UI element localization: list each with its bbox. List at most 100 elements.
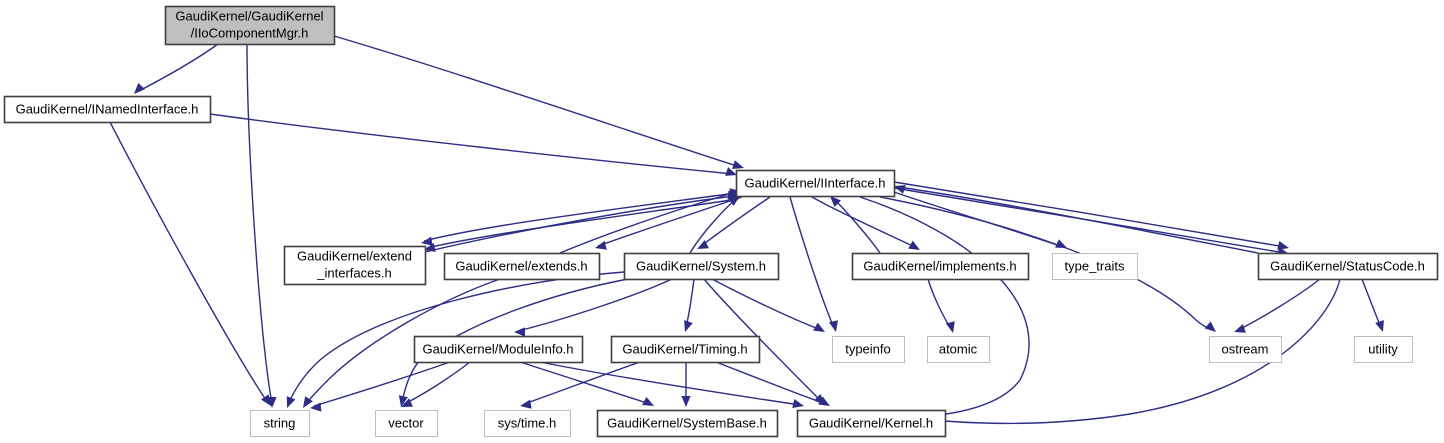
node-box-type_traits[interactable] xyxy=(1052,253,1138,280)
edge-implements-to-atomic xyxy=(927,278,952,330)
node-label-timing: GaudiKernel/Timing.h xyxy=(622,341,747,356)
edge-extends-to-iinterface xyxy=(559,191,738,254)
node-iinterface[interactable]: GaudiKernel/IInterface.h xyxy=(735,169,896,198)
node-label-ostream: ostream xyxy=(1222,341,1269,356)
node-label-type_traits: type_traits xyxy=(1065,258,1125,273)
edge-iinterface-to-implements xyxy=(811,196,918,249)
node-systembase[interactable]: GaudiKernel/SystemBase.h xyxy=(596,409,779,438)
node-box-systembase[interactable] xyxy=(596,409,779,438)
node-implements[interactable]: GaudiKernel/implements.h xyxy=(851,252,1030,281)
node-system[interactable]: GaudiKernel/System.h xyxy=(623,252,780,281)
node-box-extend_if[interactable] xyxy=(283,245,427,286)
arrowhead-iinterface-to-ostream xyxy=(1204,321,1216,332)
node-string[interactable]: string xyxy=(250,410,310,437)
node-label-extends: GaudiKernel/extends.h xyxy=(455,258,587,273)
node-box-systime[interactable] xyxy=(484,410,571,437)
node-type_traits[interactable]: type_traits xyxy=(1052,253,1138,280)
arrowhead-timing-to-systembase xyxy=(681,396,691,407)
edge-statuscode-to-kernel xyxy=(899,278,1341,425)
node-moduleinfo[interactable]: GaudiKernel/ModuleInfo.h xyxy=(413,335,584,364)
node-label-extend_if-line1: GaudiKernel/extend xyxy=(297,248,412,263)
edge-implements-to-iinterface xyxy=(832,197,881,254)
edge-moduleinfo-to-kernel xyxy=(539,361,801,406)
node-vector[interactable]: vector xyxy=(375,410,438,437)
node-box-implements[interactable] xyxy=(851,252,1030,281)
edge-iinterface-to-extend_if xyxy=(423,192,737,242)
node-box-moduleinfo[interactable] xyxy=(413,335,584,364)
node-label-system: GaudiKernel/System.h xyxy=(636,258,766,273)
edge-statuscode-to-utility xyxy=(1361,278,1382,329)
arrowhead-root-to-inamed xyxy=(134,82,145,94)
arrowhead-statuscode-to-utility xyxy=(1375,320,1384,332)
edge-statuscode-to-iinterface xyxy=(897,186,1259,254)
edge-system-to-moduleinfo xyxy=(517,278,673,332)
node-box-extends[interactable] xyxy=(443,252,601,281)
arrowhead-iinterface-to-extends xyxy=(595,240,607,250)
node-box-utility[interactable] xyxy=(1354,336,1413,363)
edge-iinterface-to-statuscode xyxy=(893,181,1286,248)
edge-extend_if-to-iinterface xyxy=(424,195,736,253)
node-inamed[interactable]: GaudiKernel/INamedInterface.h xyxy=(3,95,212,124)
node-label-inamed: GaudiKernel/INamedInterface.h xyxy=(16,101,199,116)
node-box-iinterface[interactable] xyxy=(735,169,896,198)
node-ostream[interactable]: ostream xyxy=(1209,336,1282,363)
node-root[interactable]: GaudiKernel/GaudiKernel/IIoComponentMgr.… xyxy=(164,5,336,46)
arrowhead-moduleinfo-to-string xyxy=(310,402,322,412)
arrowhead-iinterface-to-typeinfo xyxy=(828,320,838,332)
arrowhead-moduleinfo-to-vector xyxy=(401,398,413,407)
node-timing[interactable]: GaudiKernel/Timing.h xyxy=(610,335,761,364)
node-atomic[interactable]: atomic xyxy=(927,336,990,363)
node-box-root[interactable] xyxy=(164,5,336,46)
node-label-extend_if-line2: _interfaces.h xyxy=(316,265,391,280)
node-statuscode[interactable]: GaudiKernel/StatusCode.h xyxy=(1257,252,1439,281)
edge-system-to-timing xyxy=(685,278,695,329)
edge-iinterface-to-system xyxy=(699,196,771,248)
node-kernel[interactable]: GaudiKernel/Kernel.h xyxy=(796,409,947,438)
edge-iinterface-to-typeinfo xyxy=(789,196,835,329)
arrowhead-root-to-iinterface xyxy=(732,160,744,170)
edge-system-to-typeinfo xyxy=(711,278,822,331)
edge-root-to-iinterface xyxy=(333,35,741,168)
arrowhead-timing-to-kernel xyxy=(818,396,830,406)
node-label-systime: sys/time.h xyxy=(498,415,557,430)
node-label-typeinfo: typeinfo xyxy=(845,341,891,356)
nodes-layer: GaudiKernel/GaudiKernel/IIoComponentMgr.… xyxy=(3,5,1439,438)
arrowhead-iinterface-to-implements xyxy=(908,240,920,250)
arrowhead-system-to-typeinfo xyxy=(813,322,825,332)
node-label-kernel: GaudiKernel/Kernel.h xyxy=(809,415,933,430)
node-box-timing[interactable] xyxy=(610,335,761,364)
edges-layer xyxy=(109,35,1384,425)
node-typeinfo[interactable]: typeinfo xyxy=(832,336,905,363)
node-label-vector: vector xyxy=(388,415,424,430)
arrowhead-system-to-string xyxy=(286,396,296,408)
node-box-atomic[interactable] xyxy=(927,336,990,363)
arrowhead-moduleinfo-to-systembase xyxy=(642,396,654,406)
arrowhead-implements-to-iinterface xyxy=(830,196,842,208)
arrowhead-iinterface-to-extend_if xyxy=(421,236,433,246)
arrowhead-moduleinfo-to-kernel xyxy=(792,399,804,409)
node-utility[interactable]: utility xyxy=(1354,336,1413,363)
edge-inamed-to-string xyxy=(109,121,269,404)
node-box-vector[interactable] xyxy=(375,410,438,437)
node-box-inamed[interactable] xyxy=(3,95,212,124)
node-extends[interactable]: GaudiKernel/extends.h xyxy=(443,252,601,281)
node-box-statuscode[interactable] xyxy=(1257,252,1439,281)
edge-timing-to-systime xyxy=(523,361,641,405)
node-label-utility: utility xyxy=(1368,341,1398,356)
node-systime[interactable]: sys/time.h xyxy=(484,410,571,437)
node-box-system[interactable] xyxy=(623,252,780,281)
node-box-typeinfo[interactable] xyxy=(832,336,905,363)
node-box-kernel[interactable] xyxy=(796,409,947,438)
node-label-root-line1: GaudiKernel/GaudiKernel xyxy=(175,8,323,23)
node-box-string[interactable] xyxy=(250,410,310,437)
node-label-string: string xyxy=(264,415,296,430)
arrowhead-inamed-to-iinterface xyxy=(725,167,737,176)
node-label-implements: GaudiKernel/implements.h xyxy=(863,258,1016,273)
node-box-ostream[interactable] xyxy=(1209,336,1282,363)
arrowhead-system-to-timing xyxy=(684,320,693,332)
arrowhead-iinterface-to-system xyxy=(697,239,709,249)
node-extend_if[interactable]: GaudiKernel/extend _interfaces.h xyxy=(283,245,427,286)
edge-root-to-string xyxy=(246,43,273,405)
